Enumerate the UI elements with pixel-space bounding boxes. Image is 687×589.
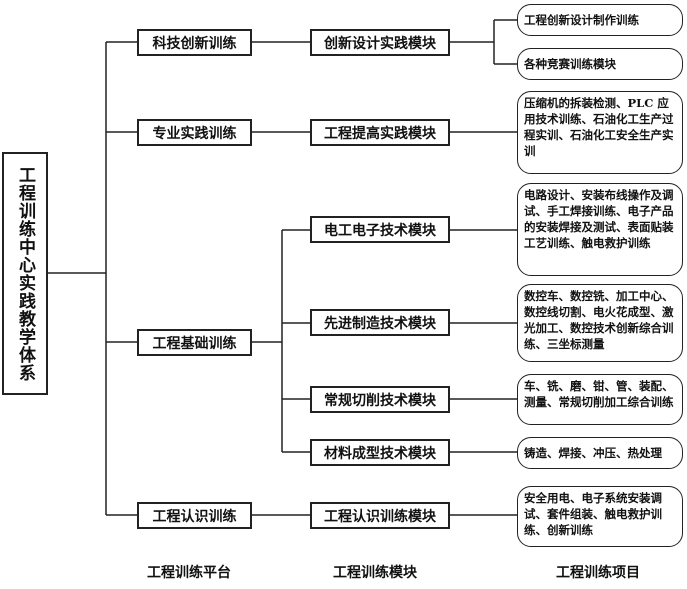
project-material-forming: 铸造、焊接、冲压、热处理 bbox=[517, 437, 683, 469]
root-node: 工程训练中心实践教学体系 bbox=[2, 152, 48, 395]
module-conventional-cutting: 常规切削技术模块 bbox=[310, 386, 450, 413]
module-innovation-design: 创新设计实践模块 bbox=[310, 29, 450, 56]
project-conventional-cutting: 车、铣、磨、钳、管、装配、测量、常规切削加工综合训练 bbox=[517, 374, 683, 425]
footer-platform-label: 工程训练平台 bbox=[147, 565, 231, 581]
module-material-forming: 材料成型技术模块 bbox=[310, 439, 450, 466]
platform-cognition: 工程认识训练 bbox=[137, 502, 252, 529]
project-advanced-manufacturing: 数控车、数控铣、加工中心、数控线切割、电火花成型、激光加工、数控技术创新综合训练… bbox=[517, 284, 683, 362]
platform-foundation: 工程基础训练 bbox=[137, 329, 252, 356]
module-engineering-cognition: 工程认识训练模块 bbox=[310, 502, 450, 529]
module-engineering-improvement: 工程提高实践模块 bbox=[310, 119, 450, 146]
module-electrical-electronics: 电工电子技术模块 bbox=[310, 216, 450, 243]
project-electrical-electronics: 电路设计、安装布线操作及调试、手工焊接训练、电子产品的安装焊接及测试、表面贴装工… bbox=[517, 183, 683, 276]
module-advanced-manufacturing: 先进制造技术模块 bbox=[310, 309, 450, 336]
platform-professional: 专业实践训练 bbox=[137, 119, 252, 146]
project-innovation-design-making: 工程创新设计制作训练 bbox=[517, 4, 683, 36]
project-competition-training: 各种竞赛训练模块 bbox=[517, 48, 683, 80]
project-engineering-cognition: 安全用电、电子系统安装调试、套件组装、触电救护训练、创新训练 bbox=[517, 486, 683, 547]
project-professional-practice: 压缩机的拆装检测、PLC 应用技术训练、石油化工生产过程实训、石油化工安全生产实… bbox=[517, 91, 683, 174]
footer-project-label: 工程训练项目 bbox=[556, 565, 640, 581]
footer-module-label: 工程训练模块 bbox=[333, 565, 417, 581]
platform-innovation: 科技创新训练 bbox=[137, 29, 252, 56]
